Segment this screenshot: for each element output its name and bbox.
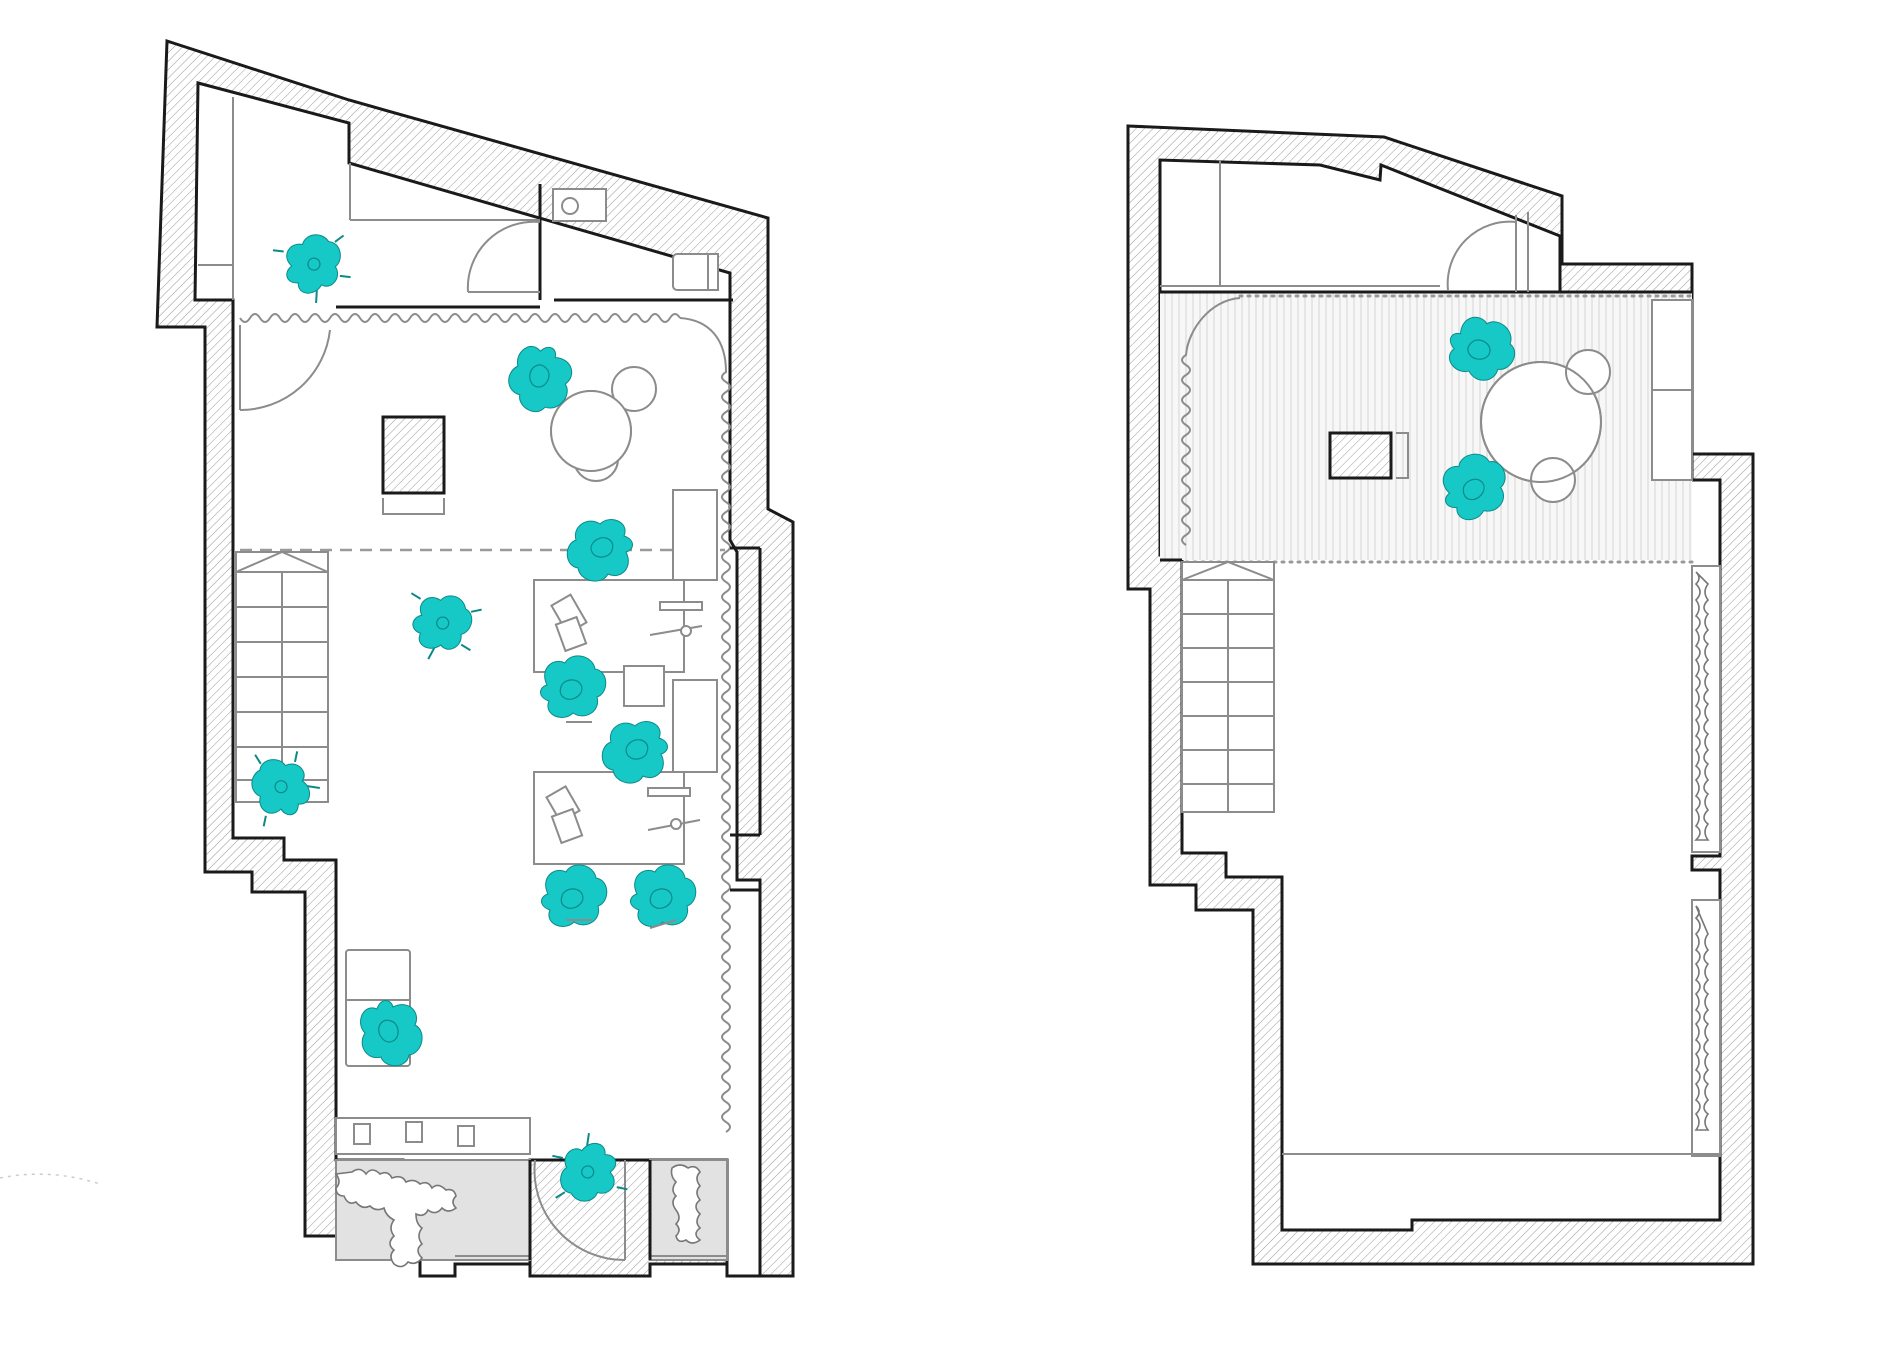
storefront-planter-left	[334, 1159, 531, 1268]
loft-plinth	[1328, 431, 1393, 480]
ground-floor-staircase	[235, 550, 329, 803]
mezzanine-walls	[1126, 124, 1755, 1266]
person-icon	[359, 999, 423, 1067]
person-icon	[540, 864, 608, 928]
display-plinth	[381, 415, 446, 495]
person-icon	[270, 226, 360, 312]
curtain-top	[239, 313, 681, 323]
mezzanine-plan	[1126, 124, 1755, 1266]
wall-planter-lower	[1691, 899, 1721, 1157]
ground-floor-walls	[155, 38, 795, 1278]
ground-floor-plan	[0, 38, 795, 1278]
storefront-planter-right	[649, 1159, 728, 1261]
wall-planter-upper	[1691, 565, 1721, 853]
person-icon	[629, 864, 697, 928]
person-icon	[399, 587, 485, 668]
person-icon	[566, 518, 634, 582]
mezzanine-staircase	[1181, 560, 1275, 813]
curtain-right	[679, 317, 731, 1133]
loft-floor	[1160, 292, 1692, 560]
